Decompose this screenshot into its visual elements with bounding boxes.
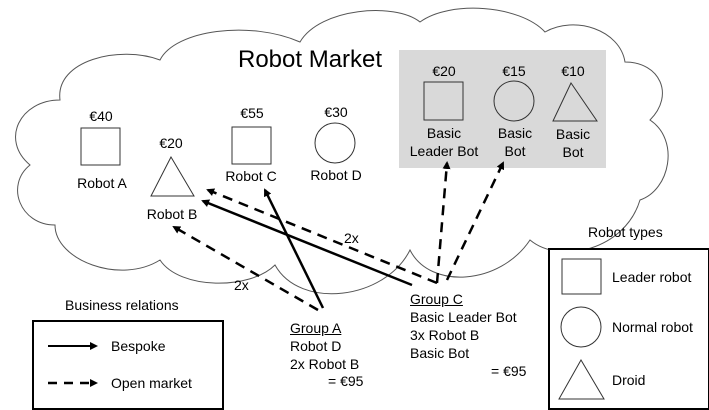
robot-types-legend-title: Robot types	[588, 224, 663, 240]
group-c-line: Basic Bot	[410, 345, 470, 361]
legend-leader-robot-label: Leader robot	[612, 269, 692, 285]
group-a-total: = €95	[328, 373, 364, 389]
relation-group-c-to-basic-leader-bot	[435, 161, 451, 284]
group-a-title: Group A	[290, 320, 342, 336]
robot-c-square-icon	[231, 126, 272, 165]
group-c-title: Group C	[410, 291, 463, 307]
relation-group-c-to-robot-b-open	[206, 188, 438, 285]
basic-bot-droid-name-2: Bot	[562, 144, 584, 160]
group-c-line: Basic Leader Bot	[410, 309, 517, 325]
business-relations-legend	[32, 320, 224, 410]
group-c-line: 3x Robot B	[410, 327, 480, 343]
relation-group-c-to-robot-b-bespoke	[201, 199, 413, 287]
basic-leader-bot-square-icon	[423, 81, 464, 121]
basic-bot-normal-price: €15	[502, 63, 526, 79]
robot-b-price: €20	[159, 135, 183, 151]
robot-b-name: Robot B	[146, 206, 198, 222]
group-a-line: 2x Robot B	[290, 356, 360, 372]
legend-droid-label: Droid	[612, 372, 646, 388]
robot-d-price: €30	[324, 104, 348, 120]
multiplier-label-group-c: 2x	[344, 230, 359, 246]
robot-d-circle-icon	[314, 122, 356, 164]
robot-c-price: €55	[240, 105, 264, 121]
robot-b-triangle-icon	[150, 155, 195, 197]
legend-open-market-label: Open market	[111, 375, 192, 391]
robot-a-square-icon	[80, 127, 121, 166]
basic-bot-droid-name-1: Basic	[555, 126, 591, 142]
basic-bot-triangle-icon	[552, 81, 598, 122]
basic-bot-droid-price: €10	[561, 63, 585, 79]
basic-leader-bot-name-1: Basic	[426, 125, 462, 141]
relation-group-a-to-robot-b	[172, 225, 319, 312]
robot-a-name: Robot A	[77, 175, 127, 191]
legend-bespoke-label: Bespoke	[111, 338, 166, 354]
robot-a-price: €40	[89, 108, 113, 124]
robot-d-name: Robot D	[310, 167, 362, 183]
group-a-line: Robot D	[290, 338, 342, 354]
group-c-total: = €95	[491, 363, 527, 379]
basic-bot-circle-icon	[493, 80, 535, 122]
robot-c-name: Robot C	[225, 168, 277, 184]
business-relations-legend-title: Business relations	[65, 297, 179, 313]
basic-robots-panel	[399, 50, 606, 168]
relation-group-a-to-robot-c	[263, 188, 325, 309]
relation-group-c-to-basic-bot	[445, 161, 505, 281]
basic-leader-bot-name-2: Leader Bot	[409, 143, 479, 159]
market-title: Robot Market	[238, 46, 383, 73]
basic-bot-normal-name-1: Basic	[497, 125, 533, 141]
multiplier-label-group-a: 2x	[234, 277, 249, 293]
basic-bot-normal-name-2: Bot	[504, 143, 526, 159]
basic-leader-bot-price: €20	[432, 63, 456, 79]
legend-normal-robot-label: Normal robot	[612, 319, 693, 335]
